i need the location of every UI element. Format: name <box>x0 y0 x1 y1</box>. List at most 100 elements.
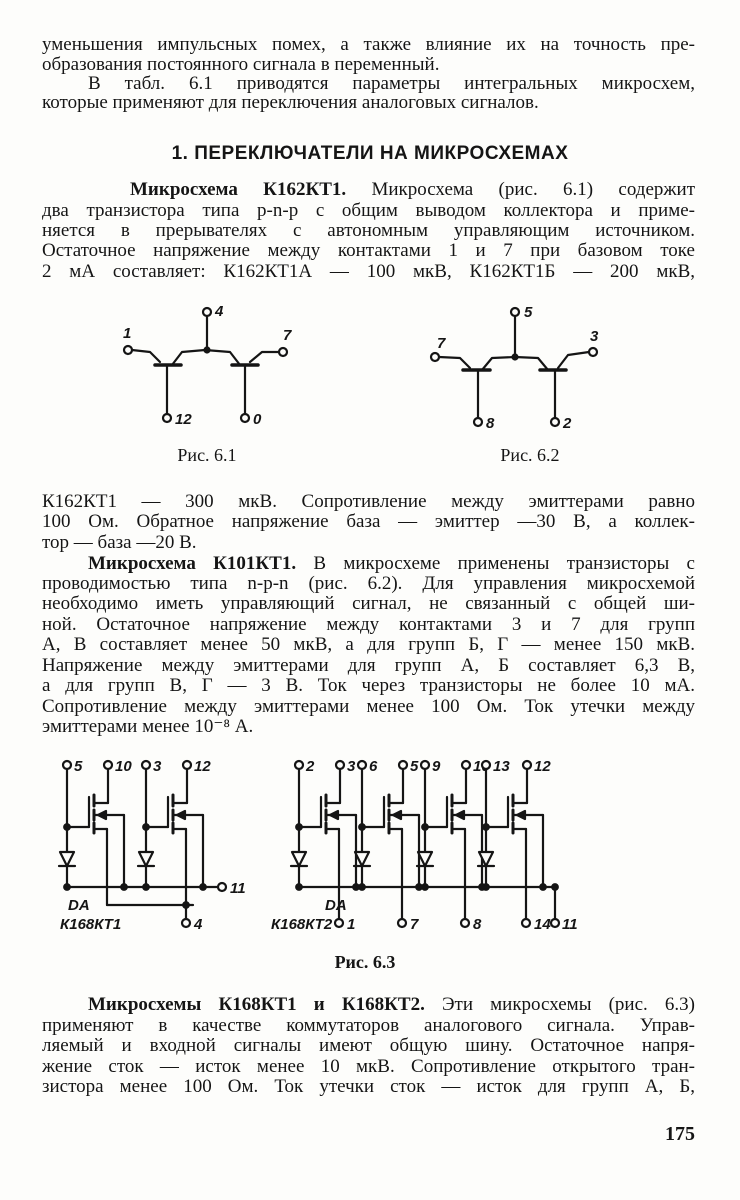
pin-terminal <box>333 917 345 929</box>
line-text: Эти микросхемы (рис. 6.3) <box>424 994 695 1015</box>
text-line: Остаточное напряжение между контактами 1… <box>42 240 695 262</box>
text-line: тор — база —20 В. <box>42 532 695 554</box>
pin-label: 9 <box>432 758 441 775</box>
arrow-icon <box>454 809 466 821</box>
diode-icon <box>137 850 155 868</box>
line-text: В табл. 6.1 приводятся параметры интегра… <box>88 73 695 94</box>
text-line: 100 Ом. Обратное напряжение база — эмитт… <box>42 511 695 533</box>
arrow-icon <box>391 809 403 821</box>
pin-label: 4 <box>214 303 224 320</box>
diode-icon <box>477 850 495 868</box>
pin-label: 7 <box>283 327 292 344</box>
section-heading: 1. ПЕРЕКЛЮЧАТЕЛИ НА МИКРОСХЕМАХ <box>171 143 569 164</box>
line-text: Напряжение между эмиттерами для групп А,… <box>42 655 695 676</box>
pin-terminal <box>181 759 193 771</box>
pin-terminal <box>480 759 492 771</box>
pin-label: 7 <box>437 335 446 352</box>
run-in-heading: Микросхемы К168КТ1 и К168КТ2. <box>88 994 425 1015</box>
pin-terminal <box>216 881 228 893</box>
line-text: необходимо иметь управляющий сигнал, не … <box>42 593 695 614</box>
text-line: А, В составляет менее 50 мкВ, а для груп… <box>42 634 695 656</box>
diode-icon <box>58 850 76 868</box>
chip-label: DA <box>325 897 347 914</box>
pin-label: 5 <box>410 758 419 775</box>
pin-label: 10 <box>115 758 132 775</box>
line-text: два транзистора типа p-n-p с общим вывод… <box>42 200 695 221</box>
run-in-heading: Микросхема К162КТ1. <box>130 179 347 200</box>
figure-caption: Рис. 6.1 <box>177 445 236 465</box>
pin-terminal <box>549 917 561 929</box>
pin-terminal <box>293 759 305 771</box>
pin-label: 11 <box>230 880 246 897</box>
text-line: К162КТ1 — 300 мкВ. Сопротивление между э… <box>42 491 695 513</box>
text-line: два транзистора типа p-n-p с общим вывод… <box>42 200 695 222</box>
pin-label: 13 <box>493 758 510 775</box>
line-text: эмиттерами менее 10⁻⁸ А. <box>42 716 254 737</box>
pin-label: 12 <box>534 758 551 775</box>
text-line: применяют в качестве коммутаторов аналог… <box>42 1015 695 1037</box>
text-line: жение сток — исток менее 10 мкВ. Сопроти… <box>42 1056 695 1078</box>
pin-terminal <box>140 759 152 771</box>
text-line: Микросхема К162КТ1. Микросхема (рис. 6.1… <box>130 179 695 201</box>
pin-label: 8 <box>486 415 495 432</box>
diode-icon <box>416 850 434 868</box>
figure-caption: Рис. 6.3 <box>335 952 396 972</box>
text-line: няется в прерывателях с автономным управ… <box>42 220 695 242</box>
line-text: применяют в качестве коммутаторов аналог… <box>42 1015 695 1036</box>
pin-terminal <box>180 917 192 929</box>
pin-label: 4 <box>193 916 203 933</box>
pin-terminal <box>521 759 533 771</box>
figure-6-1: 1 4 7 12 0 Рис. 6.1 <box>122 303 292 465</box>
pin-terminal <box>397 759 409 771</box>
pin-label: 8 <box>473 916 482 933</box>
text-line: В табл. 6.1 приводятся параметры интегра… <box>88 73 695 95</box>
chip-name: К168КТ1 <box>60 916 121 933</box>
text-line: 2 мА составляет: К162КТ1А — 100 мкВ, К16… <box>42 261 695 283</box>
pin-label: 2 <box>562 415 572 432</box>
line-text: В микросхеме применены транзисторы с <box>296 553 695 574</box>
line-text: уменьшения импульсных помех, а также вли… <box>42 34 695 55</box>
line-text: ной. Остаточное напряжение между контакт… <box>42 614 695 635</box>
line-text: 2 мА составляет: К162КТ1А — 100 мкВ, К16… <box>42 261 695 282</box>
text-line: образования постоянного сигнала в переме… <box>42 54 695 76</box>
pin-label: 5 <box>524 304 533 321</box>
text-line: Напряжение между эмиттерами для групп А,… <box>42 655 695 677</box>
page-number: 175 <box>665 1123 695 1145</box>
line-text: зистора менее 100 Ом. Ток утечки сток — … <box>42 1076 695 1097</box>
pin-terminal <box>334 759 346 771</box>
text-line: Микросхема К101КТ1. В микросхеме примене… <box>88 553 695 575</box>
pin-label: 3 <box>590 328 599 345</box>
pin-label: 12 <box>194 758 211 775</box>
pin-terminal <box>61 759 73 771</box>
line-text: К162КТ1 — 300 мкВ. Сопротивление между э… <box>42 491 695 512</box>
pin-label: 2 <box>305 758 315 775</box>
text-line: ной. Остаточное напряжение между контакт… <box>42 614 695 636</box>
pin-label: 6 <box>369 758 378 775</box>
line-text: проводимостью типа n-p-n (рис. 6.2). Для… <box>42 573 695 594</box>
pin-terminal <box>396 917 408 929</box>
pin-label: 14 <box>534 916 551 933</box>
pin-label: 1 <box>123 325 131 342</box>
line-text: няется в прерывателях с автономным управ… <box>42 220 695 241</box>
text-line: которые применяют для переключения анало… <box>42 92 695 114</box>
pin-label: 0 <box>253 411 262 428</box>
pin-label: 1 <box>347 916 355 933</box>
text-line: эмиттерами менее 10⁻⁸ А. <box>42 716 695 738</box>
pin-label: 7 <box>410 916 419 933</box>
pin-terminal <box>460 759 472 771</box>
text-line: зистора менее 100 Ом. Ток утечки сток — … <box>42 1076 695 1098</box>
diode-icon <box>353 850 371 868</box>
pin-label: 3 <box>347 758 356 775</box>
chip-name: К168КТ2 <box>271 916 333 933</box>
diode-icon <box>290 850 308 868</box>
text-line: Микросхемы К168КТ1 и К168КТ2. Эти микрос… <box>88 994 695 1016</box>
pin-terminal <box>419 759 431 771</box>
text-line: уменьшения импульсных помех, а также вли… <box>42 34 695 56</box>
junction-dot <box>182 901 190 909</box>
pin-label: 3 <box>153 758 162 775</box>
text-line: проводимостью типа n-p-n (рис. 6.2). Для… <box>42 573 695 595</box>
line-text: жение сток — исток менее 10 мкВ. Сопроти… <box>42 1056 695 1077</box>
figure-caption: Рис. 6.2 <box>500 445 559 465</box>
line-text: Микросхема (рис. 6.1) содержит <box>346 179 696 200</box>
